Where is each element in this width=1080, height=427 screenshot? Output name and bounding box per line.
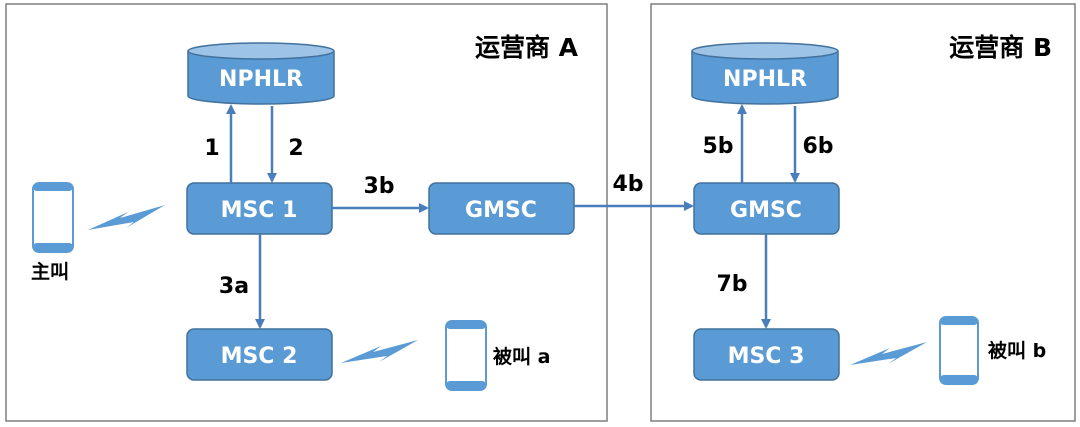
- msc1-label: MSC 1: [221, 198, 298, 223]
- edge-label-7b: 7b: [716, 272, 747, 297]
- caller-label: 主叫: [31, 261, 69, 283]
- wireless-lightning-icon: [88, 205, 165, 230]
- operator-b-title: 运营商 B: [949, 33, 1052, 62]
- msc2-node: MSC 2: [186, 328, 333, 381]
- callee-b-label: 被叫 b: [988, 339, 1046, 362]
- gmsc-b-label: GMSC: [730, 198, 802, 223]
- nphlr-a-label: NPHLR: [219, 67, 303, 92]
- msc2-label: MSC 2: [221, 344, 298, 369]
- operator-b-border: [650, 3, 1076, 422]
- gmsc-a-label: GMSC: [465, 198, 537, 223]
- edge-label-1: 1: [204, 136, 219, 161]
- msc1-node: MSC 1: [186, 182, 333, 235]
- nphlr-a-node: NPHLR: [187, 42, 335, 105]
- msc3-node: MSC 3: [693, 328, 840, 381]
- operator-b-region: 运营商 B: [650, 3, 1076, 422]
- wireless-lightning-icon: [850, 342, 927, 365]
- gmsc-a-node: GMSC: [428, 182, 575, 235]
- operator-a-region: 运营商 A: [5, 3, 608, 422]
- edge-label-3a: 3a: [219, 274, 249, 299]
- callee-b-phone: 被叫 b: [939, 316, 1046, 385]
- wireless-lightning-icon: [341, 340, 418, 363]
- nphlr-b-node: NPHLR: [691, 42, 839, 105]
- callee-a-label: 被叫 a: [493, 345, 550, 368]
- gmsc-b-node: GMSC: [693, 182, 840, 235]
- caller-phone: 主叫: [31, 182, 74, 283]
- edge-label-3b: 3b: [363, 174, 394, 199]
- edge-label-5b: 5b: [702, 134, 733, 159]
- callee-a-phone: 被叫 a: [445, 320, 550, 391]
- edge-label-2: 2: [288, 136, 303, 161]
- phone-icon: [939, 316, 979, 385]
- edge-label-4b: 4b: [612, 172, 643, 197]
- edge-label-6b: 6b: [802, 134, 833, 159]
- phone-icon: [445, 320, 487, 391]
- phone-icon: [32, 182, 74, 253]
- msc3-label: MSC 3: [728, 344, 805, 369]
- operator-a-border: [5, 3, 608, 422]
- operator-a-title: 运营商 A: [475, 33, 579, 62]
- nphlr-b-label: NPHLR: [723, 67, 807, 92]
